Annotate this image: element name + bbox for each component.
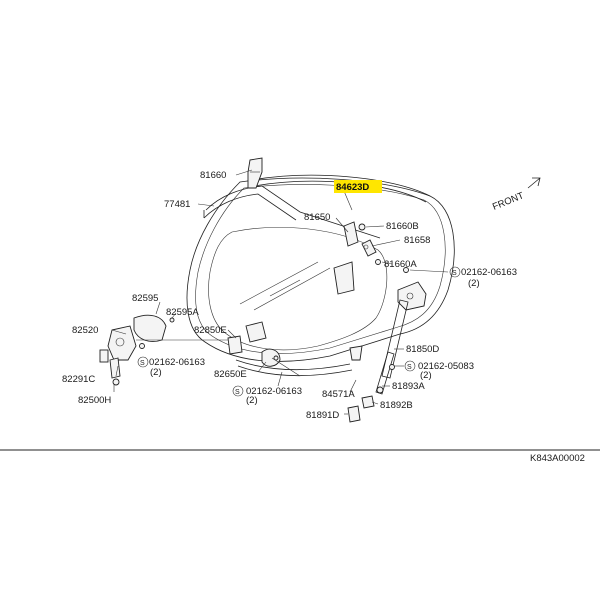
bolt-symbol-b bbox=[137, 356, 149, 368]
gas-strut-81850d bbox=[375, 299, 409, 395]
label-81660b: 81660B bbox=[386, 221, 419, 232]
diagram-reference-code: K843A00002 bbox=[530, 453, 585, 464]
label-84623d: 84623D bbox=[336, 182, 369, 193]
part-84571a-clip bbox=[349, 345, 363, 361]
part-highlight-84623d bbox=[334, 180, 382, 193]
part-82650e bbox=[261, 348, 301, 377]
bolt-letter-b: S bbox=[140, 360, 145, 367]
molding-77481 bbox=[203, 185, 381, 239]
label-81658: 81658 bbox=[404, 235, 430, 246]
label-02162-06163-b: 02162-06163 bbox=[149, 357, 205, 368]
lock-assembly-82520 bbox=[99, 314, 240, 386]
label-82291c: 82291C bbox=[62, 374, 95, 385]
bolt-symbol-c bbox=[232, 385, 244, 397]
label-qty-c: (2) bbox=[246, 395, 258, 406]
front-label: FRONT bbox=[491, 190, 526, 213]
label-02162-05083: 02162-05083 bbox=[418, 361, 474, 372]
label-82595a: 82595A bbox=[166, 307, 199, 318]
bolt-symbol-a bbox=[449, 266, 461, 278]
parts-81892b-81891d bbox=[347, 395, 375, 423]
leader-lines bbox=[111, 169, 449, 415]
label-81850d: 81850D bbox=[406, 344, 439, 355]
bolt-letter-c: S bbox=[235, 389, 240, 396]
bolt-letter-d: S bbox=[407, 364, 412, 371]
part-labels: 81660 77481 84623D 81650 81660B 81658 81… bbox=[62, 170, 517, 421]
label-qty-a: (2) bbox=[468, 278, 480, 289]
label-81892b: 81892B bbox=[380, 400, 413, 411]
label-02162-06163-a: 02162-06163 bbox=[461, 267, 517, 278]
hinge-right bbox=[397, 281, 427, 311]
label-82595: 82595 bbox=[132, 293, 158, 304]
label-82650e: 82650E bbox=[214, 369, 247, 380]
label-82520: 82520 bbox=[72, 325, 98, 336]
bolt-symbol-d bbox=[404, 360, 416, 372]
label-02162-06163-c: 02162-06163 bbox=[246, 386, 302, 397]
label-81650: 81650 bbox=[304, 212, 330, 223]
label-84571a: 84571A bbox=[322, 389, 355, 400]
part-81650 bbox=[343, 221, 359, 247]
fasteners-upper-right bbox=[333, 223, 409, 295]
label-81891d: 81891D bbox=[306, 410, 339, 421]
label-82500h: 82500H bbox=[78, 395, 111, 406]
label-81893a: 81893A bbox=[392, 381, 425, 392]
front-arrow-icon bbox=[527, 177, 541, 189]
part-81660-clip bbox=[247, 157, 263, 189]
part-82850e bbox=[227, 321, 267, 355]
bolt-letter-a: S bbox=[452, 270, 457, 277]
label-82850e: 82850E bbox=[194, 325, 227, 336]
label-qty-b: (2) bbox=[150, 367, 162, 378]
label-81660a: 81660A bbox=[384, 259, 417, 270]
front-direction-indicator: FRONT bbox=[491, 177, 541, 213]
label-qty-d: (2) bbox=[420, 370, 432, 381]
label-81660: 81660 bbox=[200, 170, 226, 181]
label-77481: 77481 bbox=[164, 199, 190, 210]
